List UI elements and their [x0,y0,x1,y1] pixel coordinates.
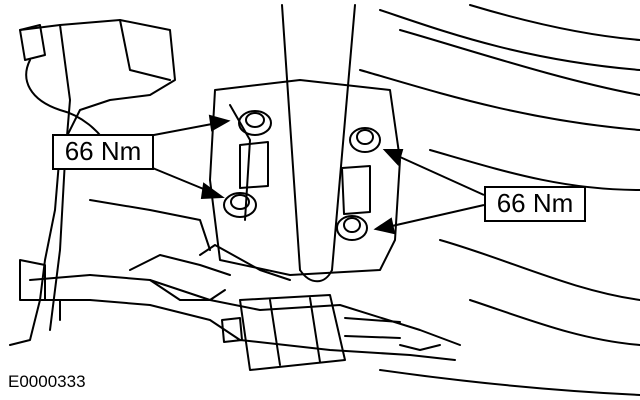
torque-callout-right: 66 Nm [484,186,586,222]
ball-joint [399,344,441,351]
arrowhead [200,182,225,200]
lower-arm-bracket [199,244,291,281]
arrowhead [382,149,404,166]
slot [239,141,269,189]
strut-tube [281,4,301,271]
background-line [469,4,640,41]
knuckle-housing [89,199,211,251]
background-line [439,239,640,301]
strut-tube [331,4,356,271]
knuckle-bracket [19,24,46,61]
bushing [239,294,346,371]
leader-line [391,204,485,227]
leader-line [399,156,485,196]
knuckle-housing [119,19,171,81]
bushing-bolt [221,317,243,343]
torque-callout-left: 66 Nm [52,134,154,170]
background-line [379,369,640,396]
bolt-lower-right [336,215,368,241]
strut-tube-end [299,269,333,283]
background-line [429,149,640,191]
bushing-bolt [344,317,401,323]
bushing-bolt [344,335,401,339]
background-line [399,29,640,96]
bolt-lower-left [223,192,257,218]
strut-mount-plate [209,79,401,276]
knuckle-housing [9,19,176,346]
bolt-upper-right [349,127,381,153]
arrowhead [208,114,231,132]
lower-arm-bracket [129,254,231,276]
background-line [379,9,640,71]
background-line [359,69,640,131]
lower-arm-bracket [149,279,226,301]
arrowhead [373,217,396,235]
bolt-upper-left [238,110,272,136]
figure-reference-id: E0000333 [8,372,86,391]
knuckle-housing [49,24,71,331]
slot [341,165,371,215]
bushing [269,299,281,366]
lower-arm [29,274,91,281]
background-line [469,299,640,346]
brake-hose [25,59,111,151]
bushing [309,297,321,363]
